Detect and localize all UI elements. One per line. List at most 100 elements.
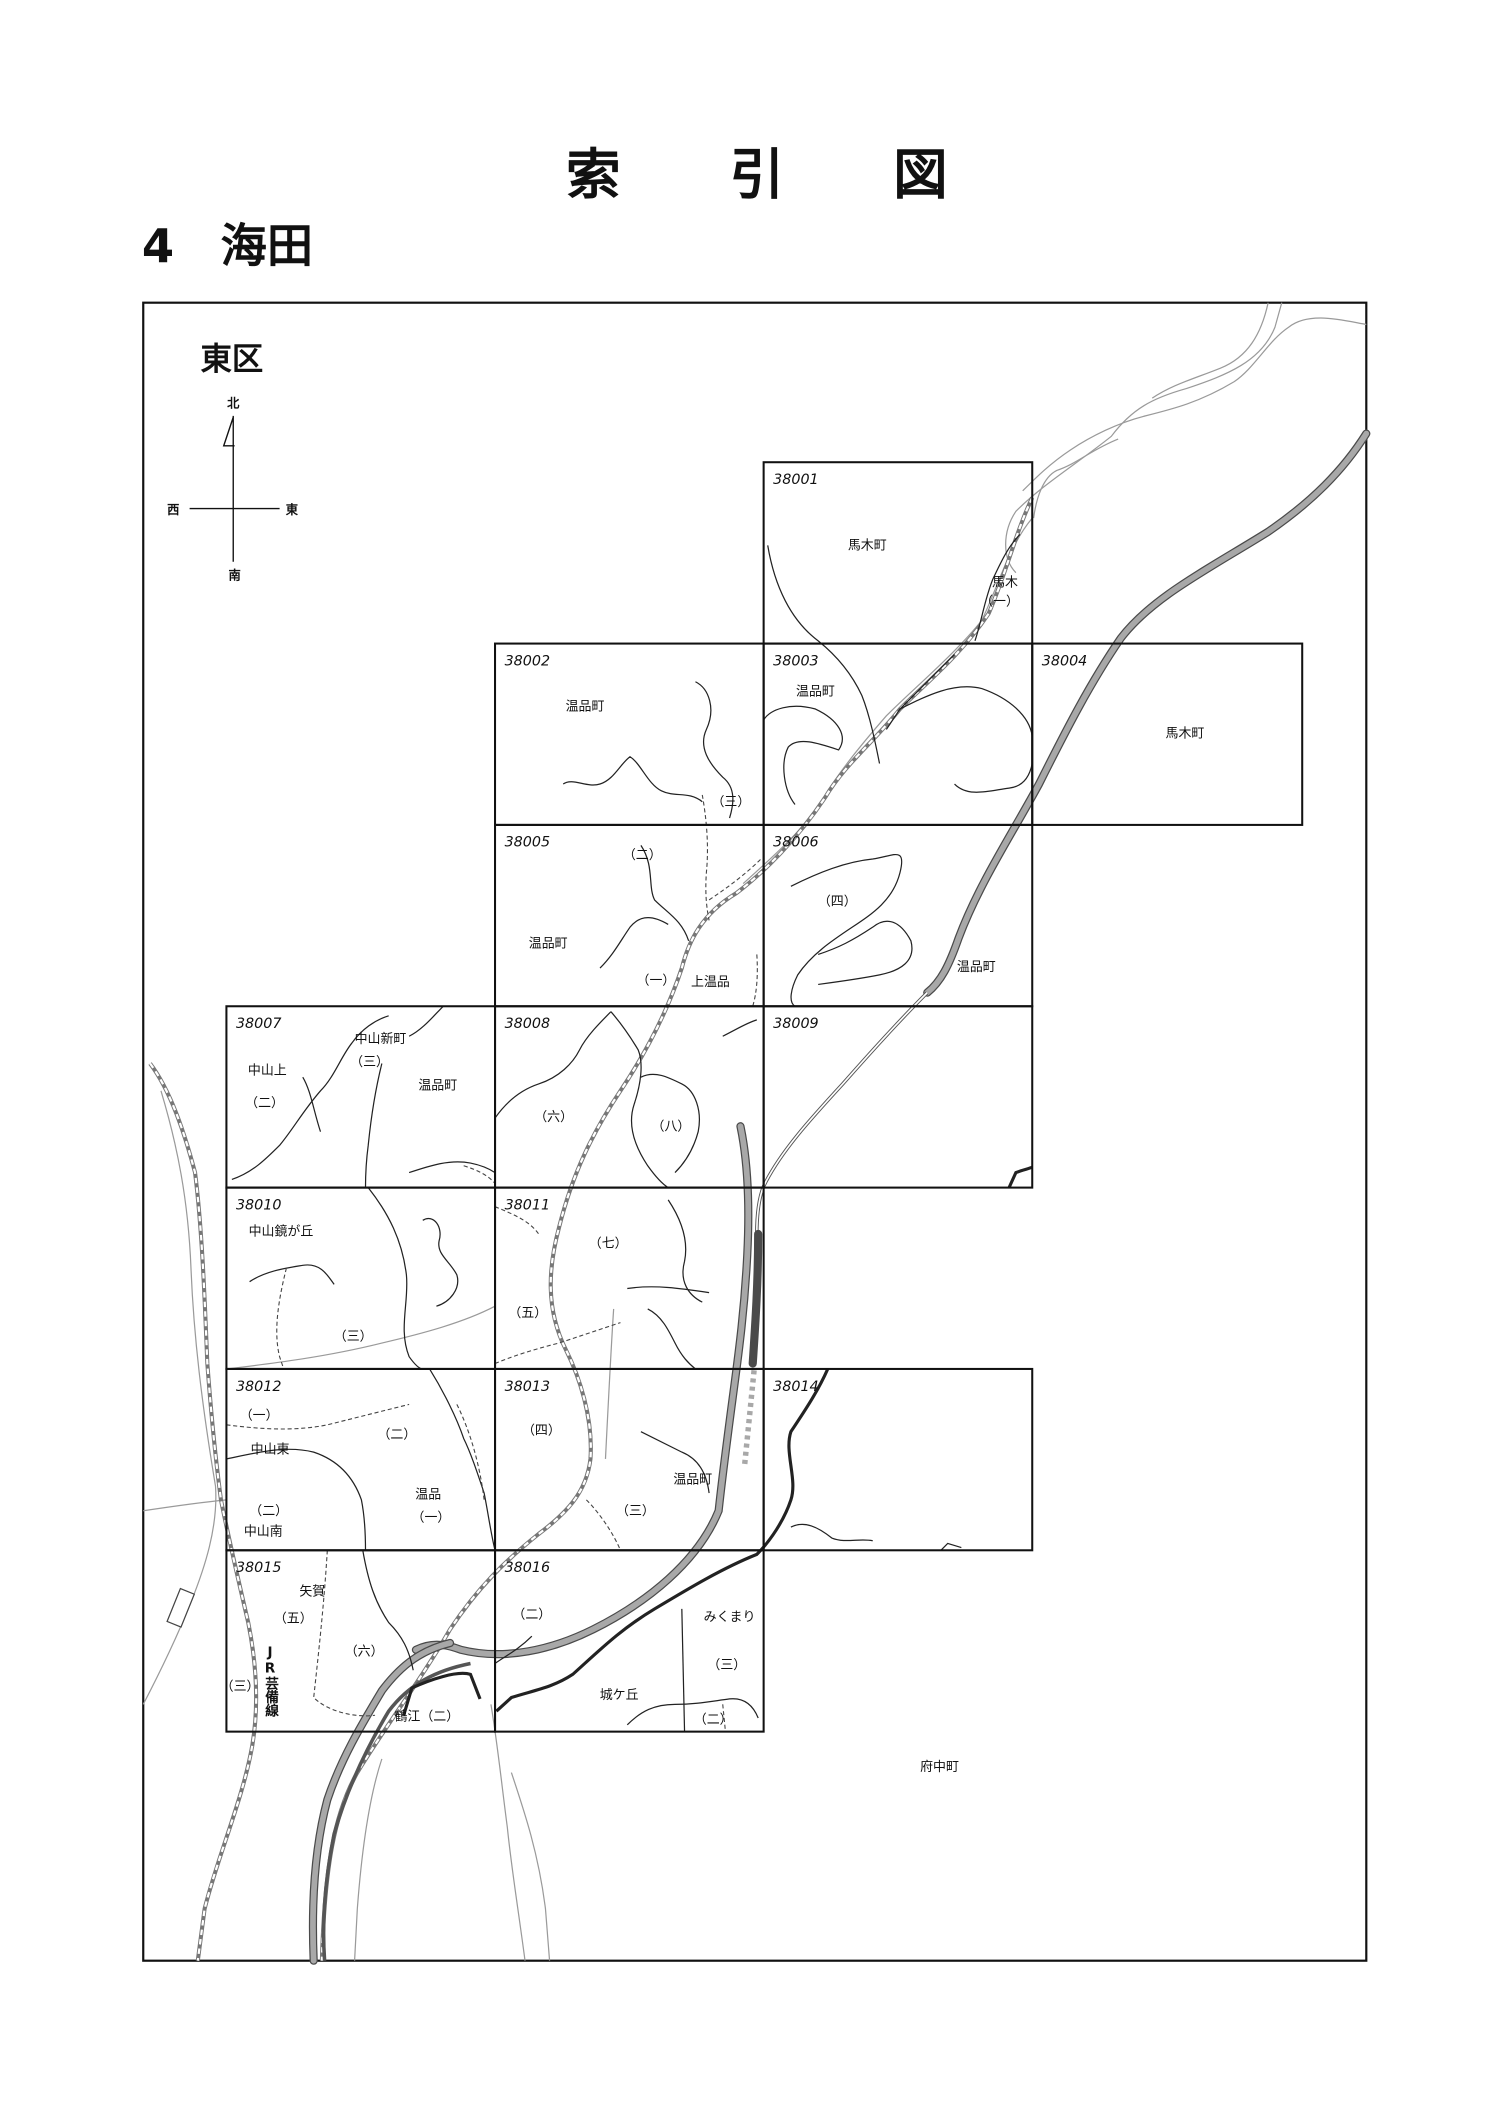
town-boundary xyxy=(249,1264,335,1285)
river-line xyxy=(1032,438,1119,519)
place-label: （三） xyxy=(616,1504,655,1519)
sheet-number: 38001 xyxy=(773,472,818,488)
place-label: （六） xyxy=(534,1110,573,1125)
compass-icon: 北 西 東 南 xyxy=(167,396,299,583)
chome-boundary xyxy=(585,1499,621,1551)
sheet-number: 38009 xyxy=(773,1016,818,1032)
sheet-cell-38009 xyxy=(762,1005,1034,1189)
railways xyxy=(148,496,1035,1961)
place-label: 中山東 xyxy=(251,1441,290,1457)
chome-boundary xyxy=(463,1165,496,1184)
place-label: （一） xyxy=(412,1511,451,1526)
road xyxy=(604,1308,615,1459)
sheet-number: 38011 xyxy=(505,1197,550,1213)
town-boundary xyxy=(767,545,881,764)
town-boundary xyxy=(647,1308,696,1370)
town-boundaries xyxy=(226,534,1033,1732)
place-label: （三） xyxy=(334,1329,373,1344)
sheet-number: 38008 xyxy=(505,1016,550,1032)
town-boundary xyxy=(695,681,734,819)
town-boundary xyxy=(562,755,703,803)
sheet-number: 38007 xyxy=(236,1016,281,1032)
map-frame xyxy=(142,301,1368,1962)
place-label: （二） xyxy=(245,1096,284,1111)
road xyxy=(1005,302,1283,574)
district-name: 東区 xyxy=(201,342,264,378)
highway-lower-fill xyxy=(413,1123,752,1657)
sheet-grid: 38001 38002 38003 38004 38005 38006 3800… xyxy=(225,461,1304,1733)
road xyxy=(510,1772,551,1961)
town-boundary xyxy=(367,1187,423,1370)
town-boundary xyxy=(494,1011,612,1119)
town-boundary xyxy=(817,920,913,986)
sheet-cell-38014 xyxy=(762,1367,1034,1552)
compass-south-label: 南 xyxy=(228,567,240,582)
ward-boundary-line xyxy=(495,1368,830,1713)
place-label: （三） xyxy=(707,1658,746,1673)
town-boundary xyxy=(681,1608,686,1732)
river-line xyxy=(1022,317,1367,492)
sheet-cell-38004 xyxy=(1031,642,1304,826)
compass-east-label: 東 xyxy=(286,502,299,517)
place-label: 温品町 xyxy=(418,1078,457,1093)
place-label: （四） xyxy=(522,1423,561,1438)
road xyxy=(143,1499,227,1512)
place-labels: 馬木町 馬木 （一） 温品町 （三） 温品町 馬木町 （二） 温品町 （一） 上… xyxy=(221,538,1205,1775)
highway-lower-parallel xyxy=(748,1229,763,1368)
highway-upper-fill xyxy=(924,430,1370,996)
place-label: （二） xyxy=(249,1504,288,1519)
ward-boundary-line xyxy=(402,1671,482,1716)
place-label: （二） xyxy=(512,1607,551,1622)
highway-southwest-fill xyxy=(310,1640,453,1964)
town-boundary xyxy=(627,1286,710,1294)
sheet-number: 38010 xyxy=(236,1197,281,1213)
town-boundary xyxy=(954,763,1033,793)
chome-boundary xyxy=(494,1322,621,1364)
place-label: 中山上 xyxy=(248,1063,287,1078)
road xyxy=(353,1758,383,1961)
sheet-number: 38016 xyxy=(505,1560,550,1576)
section-title: 4 海田 xyxy=(142,219,313,273)
town-boundary xyxy=(408,1005,444,1037)
chome-boundary xyxy=(313,1550,376,1717)
chome-boundary xyxy=(276,1267,287,1370)
town-boundary xyxy=(362,1550,414,1671)
place-label: 温品 xyxy=(415,1487,441,1502)
place-label: （一） xyxy=(980,594,1019,609)
place-label: 府中町 xyxy=(920,1760,959,1775)
town-boundary xyxy=(940,1542,962,1551)
sheet-number: 38006 xyxy=(773,835,818,851)
place-label: （六） xyxy=(345,1644,384,1659)
rail-line-label: JR芸備線 xyxy=(262,1644,279,1718)
chome-boundary xyxy=(701,794,710,921)
minor-roads xyxy=(142,302,1367,1961)
sheet-number: 38004 xyxy=(1042,653,1087,669)
town-boundary xyxy=(231,1015,389,1181)
compass-west-label: 西 xyxy=(167,503,179,517)
place-label: 城ケ丘 xyxy=(600,1688,639,1703)
town-boundary xyxy=(364,1063,383,1188)
town-boundary xyxy=(640,1431,710,1494)
geibi-line-inner xyxy=(149,1062,258,1961)
town-boundary xyxy=(790,1523,873,1542)
town-boundary xyxy=(422,1218,459,1307)
town-boundary xyxy=(226,1448,367,1551)
highway-southwest-parallel xyxy=(321,1661,471,1961)
chome-boundary xyxy=(708,858,762,901)
town-boundary xyxy=(408,1161,496,1174)
place-label: （一） xyxy=(240,1408,279,1423)
town-boundary xyxy=(302,1076,322,1132)
place-label: 馬木 xyxy=(992,575,1018,590)
place-label: （二） xyxy=(623,848,662,863)
town-boundary xyxy=(667,1199,703,1303)
town-boundary xyxy=(610,1011,669,1189)
town-boundary xyxy=(763,705,843,805)
place-label: 中山南 xyxy=(244,1523,283,1539)
town-boundary xyxy=(494,1635,533,1664)
place-label: 馬木町 xyxy=(1166,727,1205,742)
place-label: みくまり xyxy=(704,1610,756,1625)
sheet-number: 38013 xyxy=(505,1379,550,1395)
town-boundary xyxy=(626,1698,759,1726)
place-label: 中山鏡が丘 xyxy=(249,1224,314,1239)
